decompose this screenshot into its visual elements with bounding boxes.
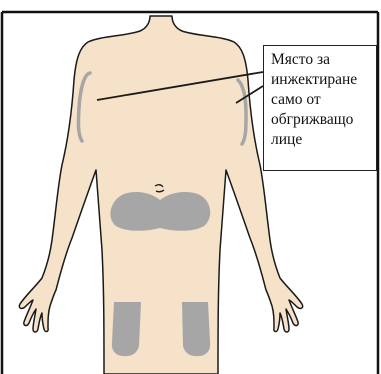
injection-site-thigh-left xyxy=(182,302,210,356)
callout-label: Място за инжектиране само от обгрижващо … xyxy=(263,45,377,171)
injection-site-thigh-right xyxy=(112,302,141,356)
body-silhouette xyxy=(19,16,302,374)
